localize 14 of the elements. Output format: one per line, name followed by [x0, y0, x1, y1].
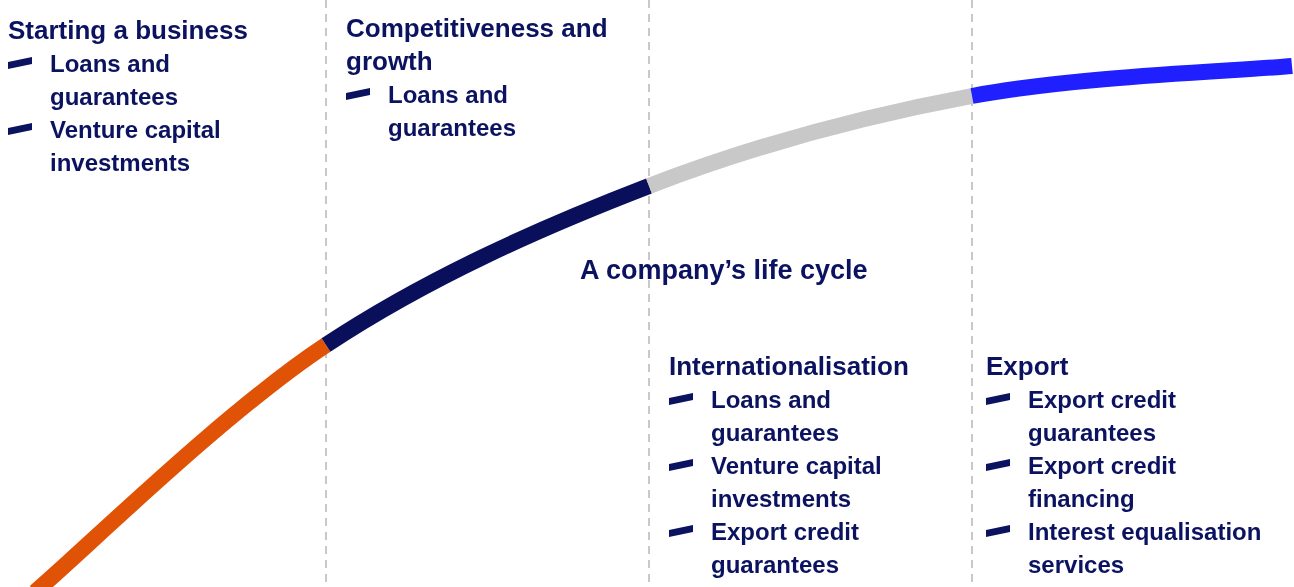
list-item-text: Export credit guarantees: [711, 517, 861, 580]
stage-heading: Internationalisation: [669, 350, 910, 383]
list-item-text: Export credit financing: [1028, 451, 1178, 514]
list-item-text: Loans and guarantees: [388, 80, 518, 143]
list-item-text: Venture capital investments: [50, 115, 222, 178]
stage-heading: Competitiveness and growth: [346, 12, 609, 78]
list-item-text: Loans and guarantees: [711, 385, 841, 448]
list-item-text: Loans and guarantees: [50, 49, 180, 112]
stage-heading: Starting a business: [8, 14, 249, 47]
diagram-title: A company’s life cycle: [580, 255, 868, 286]
stage-heading: Export: [986, 350, 1070, 383]
list-item-text: Venture capital investments: [711, 451, 883, 514]
list-item-text: Export credit guarantees: [1028, 385, 1178, 448]
list-item-text: Interest equalisation services: [1028, 517, 1263, 580]
